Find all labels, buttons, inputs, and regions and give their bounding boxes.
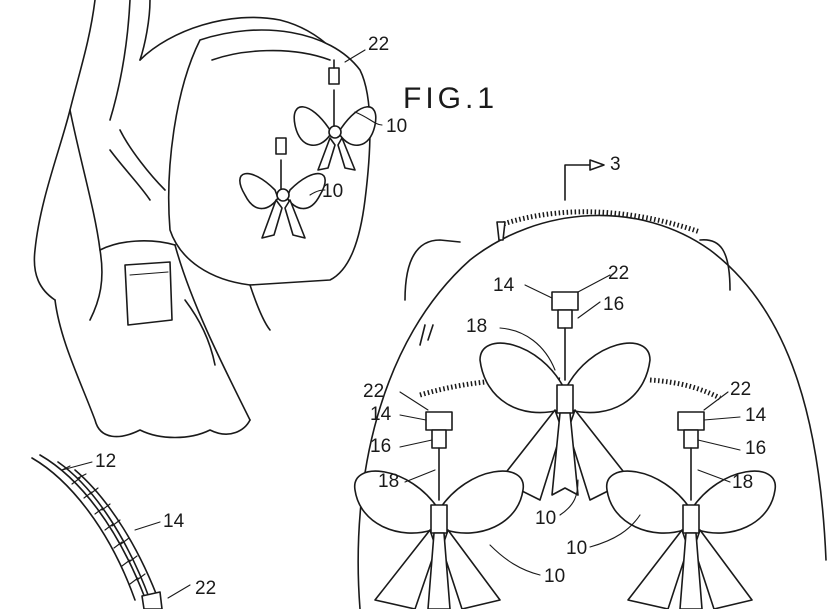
label-16-left: 16 bbox=[370, 436, 391, 457]
label-22-detail: 22 bbox=[195, 578, 216, 599]
label-14-center: 14 bbox=[493, 275, 515, 296]
backpack-back-view bbox=[354, 159, 827, 609]
label-14-right: 14 bbox=[745, 405, 767, 426]
person-with-backpack bbox=[33, 0, 383, 439]
label-18-center: 18 bbox=[466, 316, 487, 337]
clip-detail bbox=[31, 454, 191, 609]
label-14-left: 14 bbox=[370, 404, 392, 425]
bow-center bbox=[479, 291, 651, 501]
bow-left bbox=[354, 411, 524, 609]
label-12-detail: 12 bbox=[95, 451, 116, 472]
label-18-right: 18 bbox=[732, 472, 753, 493]
bow-small-upper bbox=[293, 59, 377, 171]
label-10-mid: 10 bbox=[322, 181, 343, 202]
label-22-top: 22 bbox=[368, 34, 389, 55]
figure-title: FIG.1 bbox=[403, 82, 498, 115]
label-16-right: 16 bbox=[745, 438, 766, 459]
label-10-top: 10 bbox=[386, 116, 407, 137]
label-22-right: 22 bbox=[730, 379, 751, 400]
label-16-center: 16 bbox=[603, 294, 624, 315]
label-10-center: 10 bbox=[535, 508, 556, 529]
label-22-center: 22 bbox=[608, 263, 629, 284]
label-10-left: 10 bbox=[544, 566, 565, 587]
label-10-right: 10 bbox=[566, 538, 587, 559]
bow-right bbox=[606, 411, 776, 609]
label-22-left: 22 bbox=[363, 381, 384, 402]
bow-small-lower bbox=[239, 137, 326, 239]
label-14-detail: 14 bbox=[163, 511, 185, 532]
label-18-left: 18 bbox=[378, 471, 399, 492]
label-3: 3 bbox=[610, 154, 621, 175]
